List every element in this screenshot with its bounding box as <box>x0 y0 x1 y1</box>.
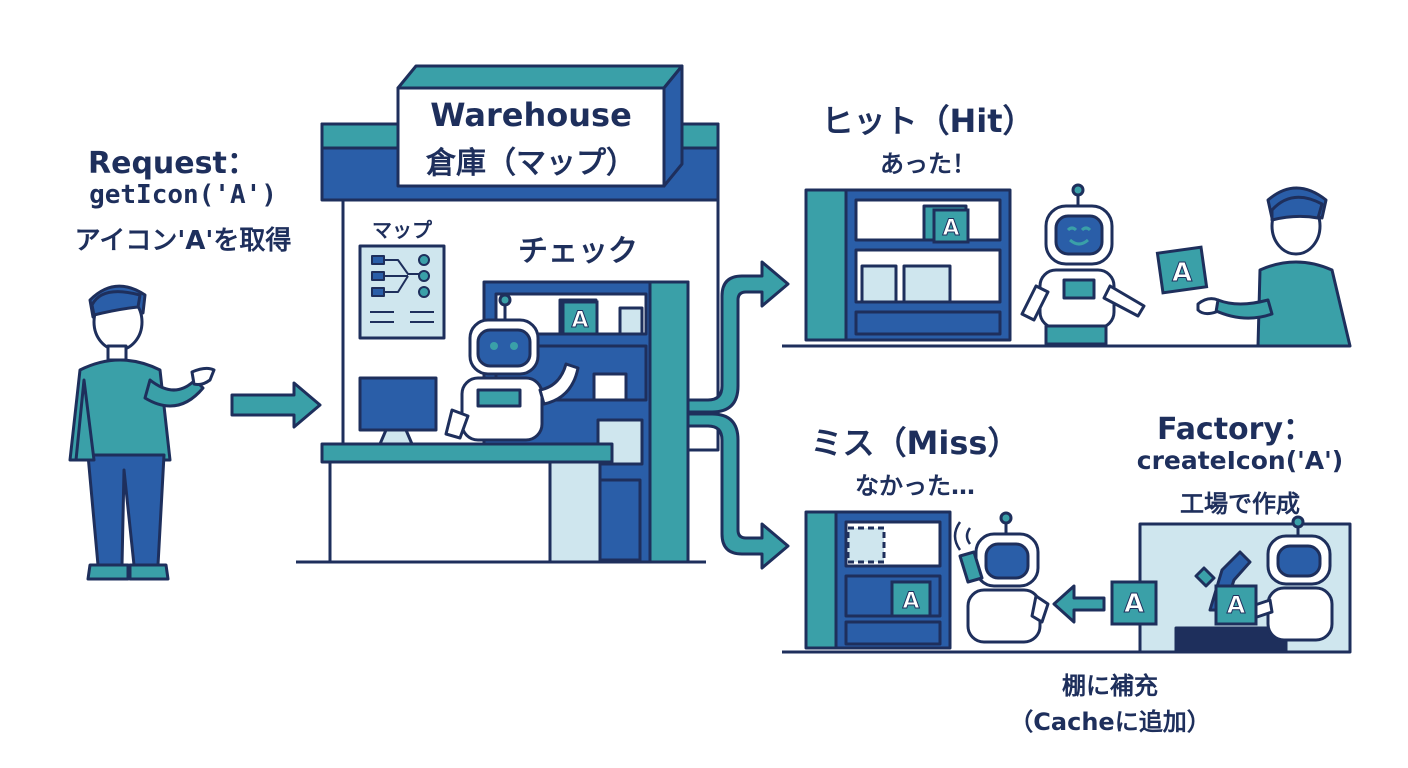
requester-person <box>68 284 216 581</box>
request-desc: アイコン'A'を取得 <box>74 226 292 256</box>
hit-subtitle: あった！ <box>880 150 976 178</box>
branch-arrows <box>686 260 790 570</box>
miss-scene <box>782 510 1352 654</box>
request-code: getIcon('A') <box>89 180 277 210</box>
icon-letter: A <box>1124 589 1144 619</box>
warehouse-title-ja: 倉庫（マップ） <box>426 146 636 181</box>
miss-subtitle: なかった… <box>855 472 975 500</box>
warehouse-icon-a: A <box>561 300 599 336</box>
icon-letter: A <box>571 308 588 333</box>
miss-title: ミス（Miss） <box>810 424 1020 462</box>
hit-scene <box>782 183 1352 348</box>
icon-letter: A <box>1172 258 1192 288</box>
miss-shelf-icon-a: A <box>890 580 932 618</box>
request-title: Request： <box>88 146 257 181</box>
map-label: マップ <box>372 218 432 242</box>
hit-title: ヒット（Hit） <box>821 102 1035 140</box>
refill-line1: 棚に補充 <box>1062 672 1158 700</box>
icon-letter: A <box>1227 591 1246 619</box>
hit-shelf-icon-a: A <box>932 208 970 244</box>
request-arrow <box>230 381 322 429</box>
factory-code: createIcon('A') <box>1136 446 1344 475</box>
warehouse-title-en: Warehouse <box>430 96 632 134</box>
factory-icon-a: A <box>1214 584 1258 626</box>
hit-handed-icon-a: A <box>1155 245 1209 295</box>
icon-letter: A <box>942 216 959 241</box>
factory-desc: 工場で作成 <box>1180 490 1300 518</box>
icon-letter: A <box>902 589 919 614</box>
refill-line2: （Cacheに追加） <box>1009 708 1211 736</box>
transfer-icon-a: A <box>1110 580 1158 626</box>
check-label: チェック <box>518 234 638 269</box>
factory-title: Factory： <box>1156 412 1314 447</box>
